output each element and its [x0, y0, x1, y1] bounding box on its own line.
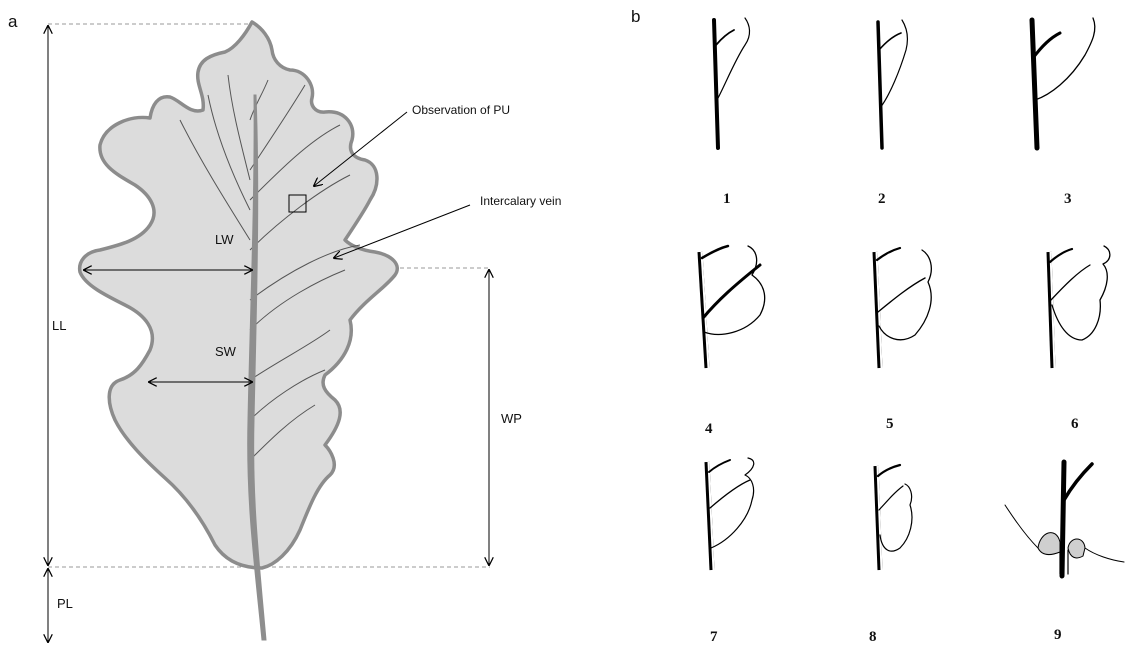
vein-type-1	[714, 18, 750, 148]
number-label: 2	[878, 191, 886, 207]
panel-a: a LL PL	[8, 12, 561, 642]
panel-b: b	[631, 7, 1124, 645]
observation-label: Observation of PU	[412, 103, 510, 117]
number-label: 9	[1054, 627, 1062, 643]
wp-label: WP	[501, 411, 522, 426]
vein-type-9	[1005, 462, 1124, 576]
number-label: 7	[710, 629, 718, 645]
leaf-blade	[80, 22, 398, 568]
number-label: 1	[723, 191, 731, 207]
lw-label: LW	[215, 232, 234, 247]
panel-a-label: a	[8, 12, 18, 31]
vein-type-2	[878, 20, 907, 148]
number-label: 5	[886, 416, 894, 432]
vein-type-5	[875, 248, 931, 368]
vein-type-7	[707, 458, 754, 570]
vein-type-4	[700, 246, 765, 368]
vein-type-8	[876, 465, 912, 570]
sw-label: SW	[215, 344, 237, 359]
number-label: 8	[869, 629, 877, 645]
pl-label: PL	[57, 596, 73, 611]
intercalary-label: Intercalary vein	[480, 194, 561, 208]
number-label: 6	[1071, 416, 1079, 432]
panel-b-label: b	[631, 7, 640, 26]
ll-label: LL	[52, 318, 66, 333]
number-label: 3	[1064, 191, 1072, 207]
vein-type-6	[1049, 246, 1110, 368]
vein-type-3	[1032, 18, 1095, 148]
number-label: 4	[705, 421, 713, 437]
